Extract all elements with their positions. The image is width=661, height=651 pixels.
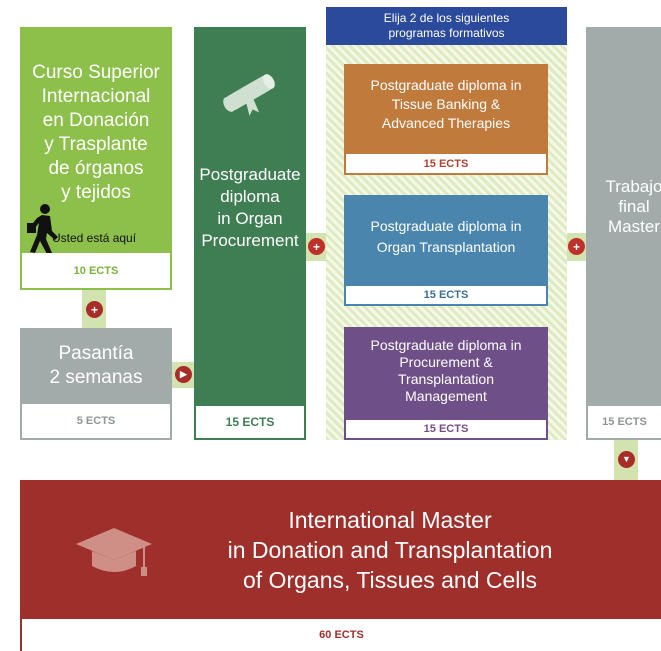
trabajo-ects: 15 ECTS	[588, 406, 661, 438]
options-header: Elija 2 de los siguientes programas form…	[326, 7, 567, 45]
arrow-down-icon: ▼	[618, 451, 635, 468]
option-organ-transplantation: Postgraduate diploma in Organ Transplant…	[344, 195, 548, 306]
procurement-card: Postgraduate diploma in Organ Procuremen…	[194, 27, 306, 440]
curso-ects: 10 ECTS	[22, 253, 170, 288]
option-procurement-management: Postgraduate diploma in Procurement & Tr…	[344, 327, 548, 440]
trabajo-card: Trabajo final Master 15 ECTS	[586, 27, 661, 440]
procurement-title: Postgraduate diploma in Organ Procuremen…	[199, 165, 301, 250]
pasantia-card: Pasantía 2 semanas 5 ECTS	[20, 328, 172, 440]
procurement-ects: 15 ECTS	[196, 406, 304, 438]
option-procurement-management-title: Postgraduate diploma in Procurement & Tr…	[370, 337, 522, 404]
option-tissue-banking-title: Postgraduate diploma in Tissue Banking &…	[370, 77, 522, 131]
option-procurement-management-ects: 15 ECTS	[346, 420, 546, 438]
option-organ-transplantation-title: Postgraduate diploma in Organ Transplant…	[370, 218, 522, 255]
option-tissue-banking: Postgraduate diploma in Tissue Banking &…	[344, 64, 548, 175]
curso-card: Curso Superior Internacional en Donación…	[20, 27, 172, 290]
pasantia-title: Pasantía 2 semanas	[49, 343, 143, 388]
plus-icon: +	[568, 238, 585, 255]
curso-title: Curso Superior Internacional en Donación…	[32, 62, 160, 203]
arrow-right-icon: ▶	[175, 366, 192, 383]
diploma-scroll-icon	[223, 74, 275, 116]
plus-icon: +	[86, 301, 103, 318]
trabajo-title: Trabajo final Master	[605, 177, 661, 236]
plus-icon: +	[308, 238, 325, 255]
graduation-cap-icon	[76, 528, 152, 576]
pasantia-ects: 5 ECTS	[22, 404, 170, 438]
walking-person-icon	[27, 204, 58, 254]
option-organ-transplantation-ects: 15 ECTS	[346, 286, 546, 304]
you-are-here-label: Usted está aquí	[52, 231, 137, 245]
option-tissue-banking-ects: 15 ECTS	[346, 154, 546, 173]
master-card: International Master in Donation and Tra…	[20, 480, 661, 651]
master-title: International Master in Donation and Tra…	[227, 507, 553, 593]
master-ects: 60 ECTS	[22, 619, 661, 651]
